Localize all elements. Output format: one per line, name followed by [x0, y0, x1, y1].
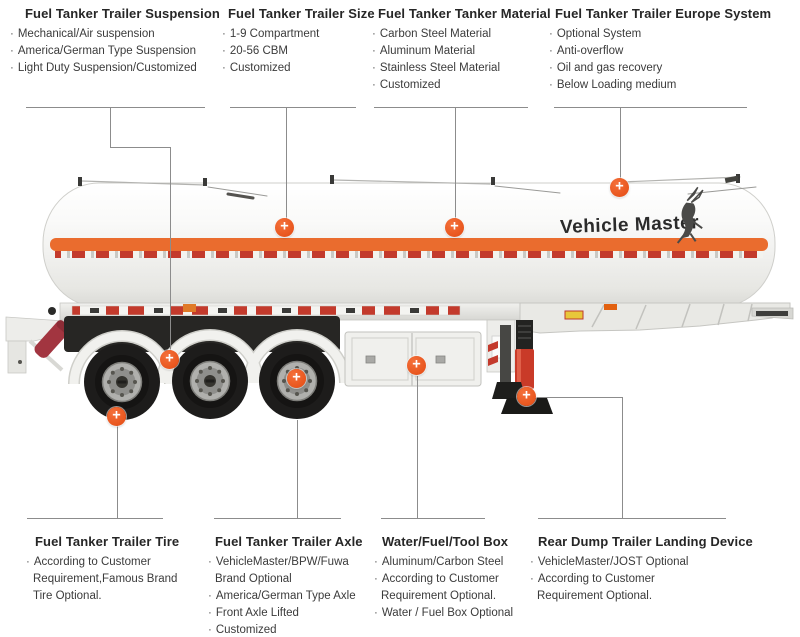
- hotspot-landing-device[interactable]: +: [517, 387, 536, 406]
- brand-logo: Vehicle Master: [560, 186, 704, 244]
- plus-icon: +: [292, 369, 301, 386]
- hotspot-axle[interactable]: +: [287, 369, 306, 388]
- callout-line-europe: [620, 107, 621, 179]
- feature-item: Anti-overflow: [549, 43, 797, 60]
- rear-bumper: [5, 307, 71, 374]
- landing-foot: [501, 398, 553, 414]
- callout-line-suspension: [26, 107, 205, 108]
- front-underbody: [519, 302, 794, 334]
- section-title: Fuel Tanker Trailer Size: [228, 6, 375, 21]
- section-title: Fuel Tanker Trailer Europe System: [555, 6, 772, 21]
- plus-icon: +: [615, 178, 624, 195]
- plus-icon: +: [522, 387, 531, 404]
- feature-item: Below Loading medium: [549, 77, 797, 94]
- callout-line-landing: [536, 397, 623, 398]
- tank-reflective-strip: [55, 251, 763, 258]
- section-landing-device: Rear Dump Trailer Landing Device Vehicle…: [530, 534, 770, 605]
- plus-icon: +: [165, 350, 174, 367]
- callout-line-toolbox: [381, 518, 485, 519]
- feature-item: VehicleMaster/JOST Optional: [530, 554, 702, 571]
- section-tire: Fuel Tanker Trailer Tire According to Cu…: [26, 534, 186, 605]
- feature-item: 1-9 Compartment: [222, 26, 364, 43]
- section-europe-system: Fuel Tanker Trailer Europe System Option…: [549, 6, 797, 94]
- callout-line-suspension: [110, 147, 171, 148]
- leaping-goat-icon: [676, 186, 704, 244]
- section-toolbox: Water/Fuel/Tool Box Aluminum/Carbon Stee…: [374, 534, 524, 622]
- feature-item: Carbon Steel Material: [372, 26, 547, 43]
- hotspot-tire[interactable]: +: [107, 407, 126, 426]
- hotspot-suspension[interactable]: +: [160, 350, 179, 369]
- feature-item: Light Duty Suspension/Customized: [10, 60, 222, 77]
- callout-line-material: [455, 107, 456, 219]
- tank-top-rail: [78, 174, 757, 200]
- feature-item: Customized: [208, 622, 363, 637]
- callout-line-material: [374, 107, 528, 108]
- callout-line-tire: [27, 518, 163, 519]
- wheel-middle: [171, 342, 249, 420]
- callout-line-suspension: [170, 147, 171, 354]
- hotspot-material[interactable]: +: [445, 218, 464, 237]
- feature-item: Aluminum/Carbon Steel: [374, 554, 524, 571]
- feature-item: Oil and gas recovery: [549, 60, 797, 77]
- feature-item: 20-56 CBM: [222, 43, 364, 60]
- plus-icon: +: [450, 218, 459, 235]
- section-suspension: Fuel Tanker Trailer Suspension Mechanica…: [10, 6, 222, 77]
- feature-item: According to Customer Requirement,Famous…: [26, 554, 186, 605]
- feature-item: According to Customer Requirement Option…: [374, 571, 524, 605]
- section-title: Fuel Tanker Tanker Material: [378, 6, 551, 21]
- plus-icon: +: [412, 356, 421, 373]
- section-title: Fuel Tanker Trailer Suspension: [25, 6, 220, 21]
- tank-orange-stripe: [50, 238, 768, 251]
- feature-item: America/German Type Suspension: [10, 43, 222, 60]
- feature-item: Stainless Steel Material: [372, 60, 547, 77]
- plus-icon: +: [280, 218, 289, 235]
- callout-line-size: [230, 107, 356, 108]
- feature-item: VehicleMaster/BPW/Fuwa Brand Optional: [208, 554, 363, 588]
- feature-item: America/German Type Axle: [208, 588, 363, 605]
- section-axle: Fuel Tanker Trailer Axle VehicleMaster/B…: [208, 534, 363, 637]
- feature-item: Water / Fuel Box Optional: [374, 605, 524, 622]
- section-title: Fuel Tanker Trailer Tire: [35, 534, 180, 549]
- callout-line-axle: [214, 518, 341, 519]
- callout-line-landing: [538, 518, 726, 519]
- tanker-trailer-illustration: Vehicle Master: [5, 174, 794, 421]
- brand-logo-text: Vehicle Master: [560, 212, 700, 238]
- section-title: Fuel Tanker Trailer Axle: [215, 534, 363, 549]
- callout-line-europe: [554, 107, 747, 108]
- callout-line-size: [286, 107, 287, 219]
- landing-gear: [486, 319, 553, 414]
- hotspot-toolbox[interactable]: +: [407, 356, 426, 375]
- feature-item: Aluminum Material: [372, 43, 547, 60]
- section-title: Rear Dump Trailer Landing Device: [538, 534, 753, 549]
- feature-item: Customized: [222, 60, 364, 77]
- feature-item: According to Customer Requirement Option…: [530, 571, 702, 605]
- callout-line-tire: [117, 425, 118, 518]
- callout-line-suspension: [110, 107, 111, 148]
- hotspot-europe-system[interactable]: +: [610, 178, 629, 197]
- callout-line-axle: [297, 420, 298, 518]
- plus-icon: +: [112, 407, 121, 424]
- warning-sticker: [604, 304, 617, 310]
- feature-item: Customized: [372, 77, 547, 94]
- section-title: Water/Fuel/Tool Box: [382, 534, 509, 549]
- feature-item: Mechanical/Air suspension: [10, 26, 222, 43]
- hotspot-size[interactable]: +: [275, 218, 294, 237]
- warning-sticker: [564, 310, 584, 320]
- section-size: Fuel Tanker Trailer Size 1-9 Compartment…: [222, 6, 375, 77]
- callout-line-landing: [622, 397, 623, 518]
- feature-item: Optional System: [549, 26, 797, 43]
- section-material: Fuel Tanker Tanker Material Carbon Steel…: [372, 6, 551, 94]
- feature-item: Front Axle Lifted: [208, 605, 363, 622]
- callout-line-toolbox: [417, 376, 418, 518]
